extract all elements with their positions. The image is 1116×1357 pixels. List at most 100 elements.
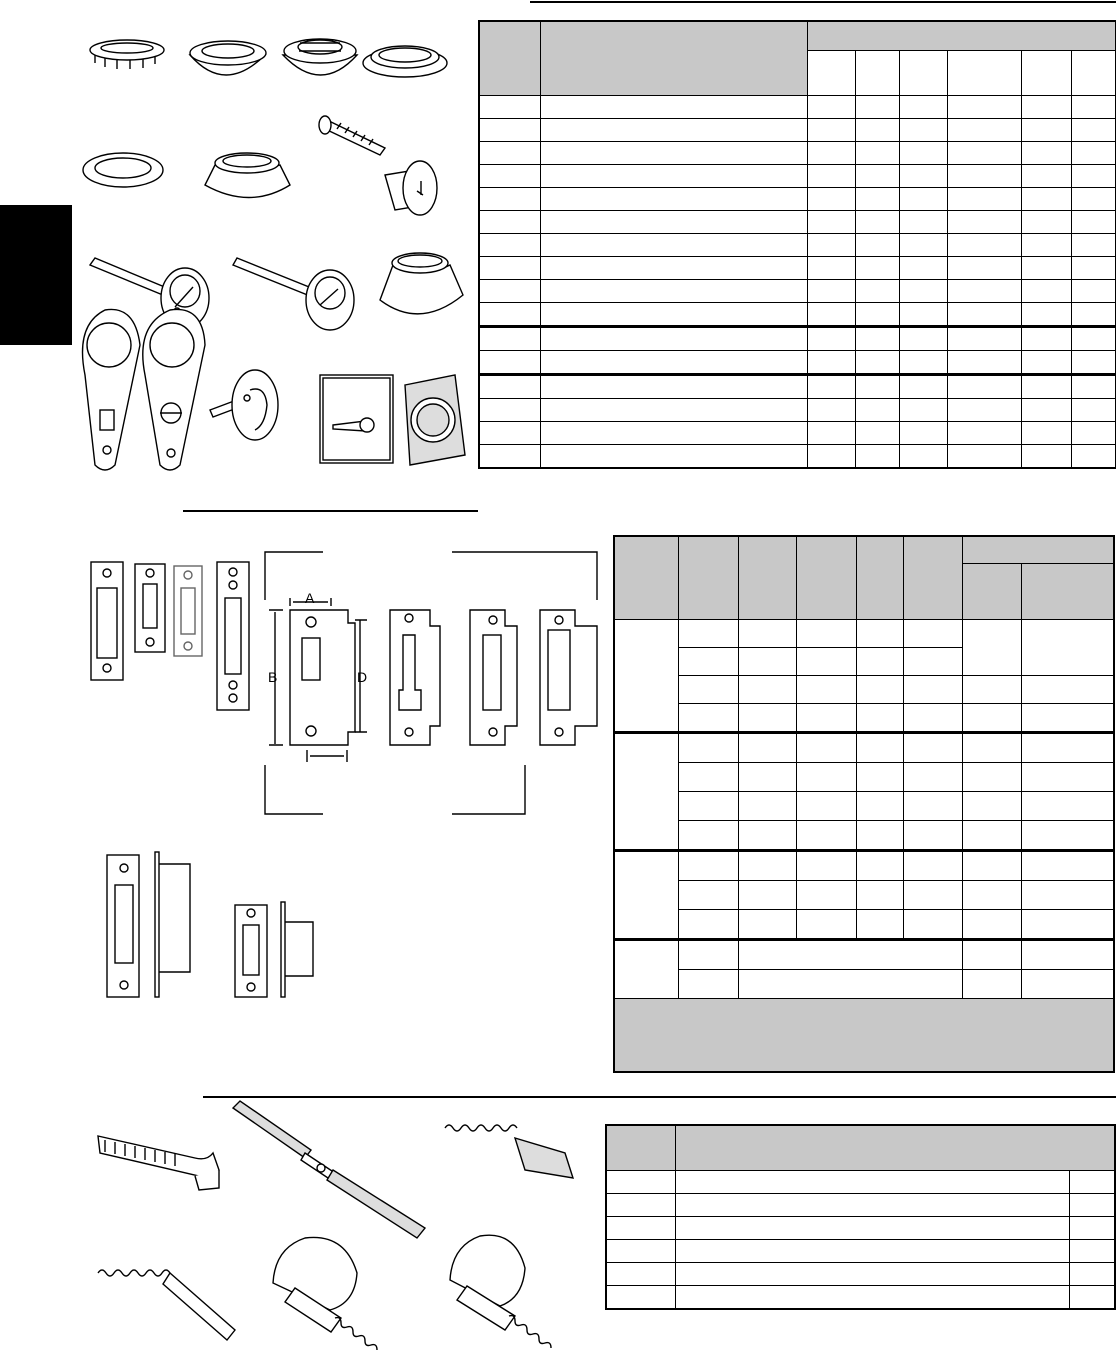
cam-spindle-icon	[272, 1236, 378, 1351]
long-spring-spindle-icon	[97, 1269, 236, 1342]
spring-spindle-icon	[444, 1124, 575, 1179]
flat-rose-ring-icon	[362, 45, 448, 78]
spindles-table	[605, 1124, 1116, 1310]
table-row	[478, 398, 1116, 422]
strike-plates-illustration: A B D	[90, 551, 598, 998]
trim-parts-table	[478, 20, 1116, 469]
table-row	[478, 279, 1116, 303]
table-row	[613, 731, 1115, 851]
table-row	[614, 675, 1115, 704]
table-row	[605, 1285, 1116, 1310]
header-cell	[854, 50, 900, 96]
strike-plate-icon	[173, 565, 203, 657]
table-row	[614, 703, 1115, 733]
table-row	[614, 969, 1115, 999]
table-row	[613, 619, 1115, 733]
strike-plate-icon	[90, 561, 124, 681]
header-cell	[605, 1124, 676, 1171]
header-cell	[898, 50, 948, 96]
header-cell	[1020, 563, 1115, 620]
threaded-swivel-spindle-icon	[231, 1100, 427, 1239]
table-row	[478, 444, 1116, 469]
section-rule-spindles	[203, 1096, 1116, 1098]
header-cell	[946, 50, 1022, 96]
handle-spindle-icon	[209, 369, 279, 441]
rose-ring-icon	[188, 40, 267, 76]
table-row	[605, 1193, 1116, 1217]
table-row	[478, 210, 1116, 234]
header-cell	[1020, 50, 1072, 96]
flat-washer-icon	[82, 152, 164, 188]
header-cell	[855, 535, 904, 620]
table-row	[478, 187, 1116, 211]
table-row	[614, 820, 1115, 851]
table-row	[478, 141, 1116, 165]
table-row	[478, 118, 1116, 142]
strike-plate-icon	[389, 609, 441, 746]
header-cell	[902, 535, 963, 620]
escutcheon-turn-plate-icon	[142, 308, 206, 471]
rose-trim-illustrations	[81, 38, 466, 471]
table-row	[478, 421, 1116, 445]
cam-spindle-icon	[449, 1234, 552, 1349]
spindles-illustration	[97, 1100, 575, 1351]
table-row	[605, 1239, 1116, 1263]
strike-plate-icon	[469, 609, 518, 746]
strikes-table	[613, 535, 1115, 1073]
table-row	[478, 373, 1116, 399]
emergency-turn-spindle-icon	[231, 257, 355, 331]
note-box	[613, 998, 1115, 1073]
table-row	[478, 95, 1116, 119]
table-row	[605, 1216, 1116, 1240]
header-cell	[674, 1124, 1116, 1171]
dimensioned-strike-icon: A B D	[268, 590, 367, 762]
table-row	[478, 164, 1116, 188]
section-rule-top	[530, 1, 1116, 3]
header-cell	[737, 535, 797, 620]
table-row	[614, 647, 1114, 676]
cone-rose-icon	[379, 252, 464, 315]
section-rule-strikes	[183, 510, 478, 512]
strike-plate-icon	[216, 561, 250, 711]
label-d: D	[357, 669, 367, 685]
table-row	[478, 350, 1116, 375]
deep-rose-icon	[204, 152, 291, 199]
table-row	[605, 1262, 1116, 1286]
table-row	[478, 233, 1116, 257]
header-cell	[539, 20, 808, 96]
square-rose-icon	[404, 374, 466, 466]
toothed-washer-icon	[89, 39, 165, 69]
threaded-rose-icon	[281, 38, 359, 76]
cylinder-screw-icon	[318, 115, 387, 156]
table-row	[613, 849, 1115, 940]
header-cell	[806, 20, 1116, 51]
header-cell	[806, 50, 856, 96]
escutcheon-plate-icon	[81, 308, 141, 471]
table-row	[614, 791, 1115, 821]
header-cell	[613, 535, 679, 620]
strike-plate-icon	[134, 563, 166, 653]
bent-spindle-icon	[97, 1135, 220, 1191]
table-row	[614, 909, 1115, 940]
header-cell	[677, 535, 739, 620]
table-row	[605, 1170, 1116, 1194]
table-row	[478, 256, 1116, 280]
header-cell	[961, 563, 1022, 620]
header-cell	[961, 535, 1115, 564]
table-row	[478, 302, 1116, 327]
lever-plate-icon	[319, 374, 394, 464]
key-cylinder-icon	[384, 160, 438, 216]
header-cell	[1070, 50, 1116, 96]
strike-plate-icon	[539, 609, 598, 746]
box-strike-icon	[106, 851, 191, 998]
box-strike-icon	[234, 901, 314, 998]
table-row	[613, 938, 1115, 999]
label-b: B	[268, 669, 277, 685]
header-cell	[795, 535, 857, 620]
table-row	[614, 880, 1115, 910]
label-a-text: A	[305, 590, 315, 606]
section-side-tab	[0, 205, 72, 345]
table-row	[478, 325, 1116, 351]
header-cell	[478, 20, 541, 96]
table-row	[614, 762, 1115, 792]
